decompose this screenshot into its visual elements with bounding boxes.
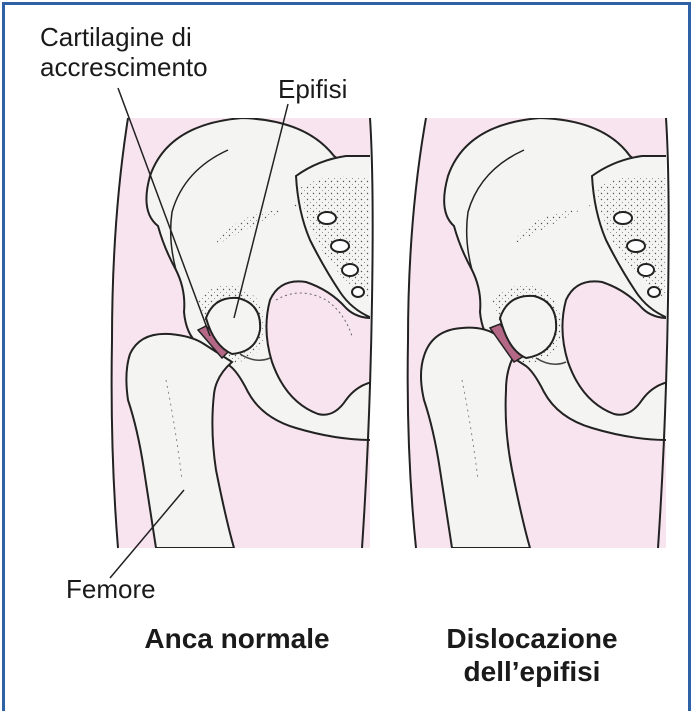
cartilage-label-line2: accrescimento [40, 52, 240, 82]
normal-hip-panel [111, 118, 373, 548]
cartilage-label-line1: Cartilagine di [40, 22, 240, 52]
normal-hip-caption: Anca normale [118, 622, 356, 655]
femur-label: Femore [66, 574, 156, 604]
dislocated-caption-line2: dell’epifisi [416, 655, 648, 688]
cartilage-label: Cartilagine di accrescimento [40, 22, 240, 82]
dislocated-caption-line1: Dislocazione [416, 622, 648, 655]
dislocated-hip-caption: Dislocazione dell’epifisi [416, 622, 648, 688]
epiphysis-label: Epifisi [278, 74, 347, 104]
dislocated-hip-panel [407, 118, 669, 548]
